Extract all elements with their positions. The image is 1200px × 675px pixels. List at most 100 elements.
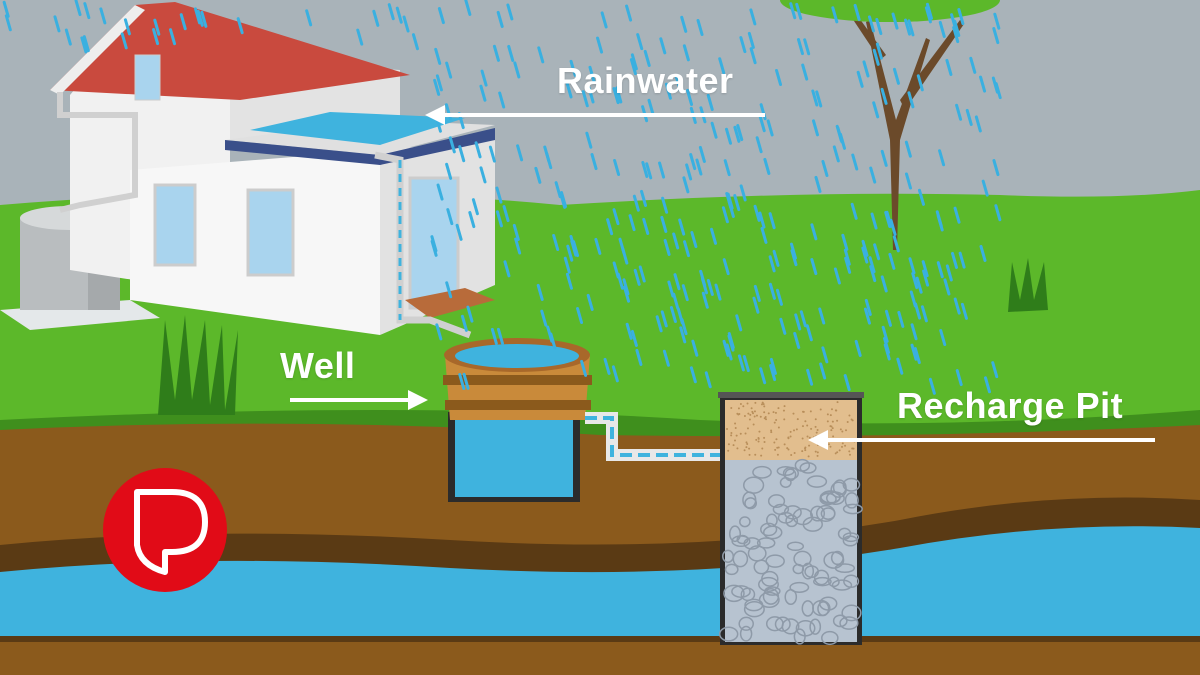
- rain-drop: [600, 11, 608, 29]
- rain-drop: [623, 285, 631, 303]
- sand-grain: [736, 412, 739, 415]
- rain-drop: [643, 49, 651, 67]
- rain-drop: [4, 14, 12, 32]
- rain-drop: [796, 38, 804, 56]
- rain-drop: [629, 58, 637, 76]
- rain-drop: [992, 27, 1000, 45]
- sand-grain: [848, 450, 851, 453]
- rain-drop: [710, 121, 718, 139]
- rain-drop: [953, 206, 961, 224]
- sand-grain: [801, 437, 804, 440]
- rain-drop: [888, 252, 896, 270]
- rain-drop: [496, 327, 504, 345]
- gravel-stone: [774, 616, 791, 632]
- gravel-stone: [841, 604, 862, 622]
- rain-drop: [460, 314, 468, 332]
- rain-drop: [466, 305, 474, 323]
- rain-drop: [875, 42, 883, 60]
- rain-drop: [789, 242, 797, 260]
- gravel-stone: [793, 628, 806, 645]
- rain-drop: [706, 93, 714, 111]
- sand-grain: [829, 414, 832, 417]
- sand-grain: [793, 452, 796, 455]
- sand-grain: [814, 450, 817, 453]
- rain-drop: [867, 15, 875, 33]
- rain-drop: [468, 211, 476, 229]
- rain-drop: [945, 264, 953, 282]
- gravel-stone: [806, 475, 828, 488]
- sand-grain: [748, 418, 751, 421]
- gravel-stone: [828, 576, 840, 588]
- sand-grain: [746, 442, 749, 445]
- groundwater-aquifer: [0, 526, 1200, 640]
- sand-grain: [831, 420, 834, 423]
- rain-drop: [683, 240, 691, 258]
- rain-drop: [853, 3, 861, 21]
- sand-grain: [783, 405, 786, 408]
- rain-drop: [793, 331, 801, 349]
- rain-drop: [958, 251, 966, 269]
- rain-drop: [445, 281, 453, 299]
- rain-drop: [446, 208, 454, 226]
- rain-drop: [739, 36, 747, 54]
- sand-grain: [774, 411, 777, 414]
- rain-drop: [911, 272, 919, 290]
- rain-drop: [891, 12, 899, 30]
- rainwater-label: Rainwater: [557, 60, 734, 101]
- sand-grain: [801, 425, 804, 428]
- sand-grain: [814, 418, 817, 421]
- sand-grain: [746, 427, 749, 430]
- rain-drop: [682, 44, 690, 62]
- rain-drop: [861, 246, 869, 264]
- rain-drop: [725, 127, 733, 145]
- rain-drop: [642, 217, 650, 235]
- rain-drop: [554, 181, 562, 199]
- rain-drop: [805, 324, 813, 342]
- sand-grain: [752, 423, 755, 426]
- gravel-stone: [819, 596, 838, 611]
- rain-drop: [872, 101, 880, 119]
- sand-grain: [734, 426, 737, 429]
- rain-drop: [938, 149, 946, 167]
- rain-drop: [698, 145, 706, 163]
- gravel-stone: [742, 476, 765, 494]
- rain-drop: [841, 233, 849, 251]
- rain-drop: [908, 257, 916, 275]
- sand-grain: [841, 442, 844, 445]
- rain-drop: [881, 325, 889, 343]
- sand-grain: [832, 435, 835, 438]
- rain-drop: [960, 302, 968, 320]
- sand-grain: [745, 441, 748, 444]
- sand-grain: [752, 412, 755, 415]
- sand-grain: [773, 441, 776, 444]
- sand-grain: [727, 449, 730, 452]
- rain-drop: [742, 355, 750, 373]
- sand-grain: [730, 432, 733, 435]
- rain-drop: [753, 284, 761, 302]
- rain-drop: [928, 377, 936, 395]
- rain-drop: [563, 256, 571, 274]
- sand-grain: [789, 435, 792, 438]
- rain-drop: [938, 20, 946, 38]
- rain-drop: [818, 307, 826, 325]
- rain-drop: [630, 53, 638, 71]
- rain-drop: [534, 166, 542, 184]
- rain-drop: [83, 2, 91, 20]
- rain-drop: [585, 131, 593, 149]
- gravel-stone: [758, 576, 779, 592]
- rain-drop: [674, 74, 682, 92]
- sand-grain: [830, 408, 833, 411]
- rain-drop: [552, 234, 560, 252]
- rain-drop: [955, 103, 963, 121]
- gravel-stone: [809, 618, 822, 635]
- well-label: Well: [280, 345, 356, 386]
- rain-drop: [723, 159, 731, 177]
- gravel-stone: [842, 503, 863, 515]
- rain-drop: [952, 26, 960, 44]
- rain-drop: [779, 317, 787, 335]
- rain-drop: [861, 239, 869, 257]
- sand-grain: [758, 430, 761, 433]
- rain-drop: [640, 189, 648, 207]
- rain-drop: [939, 329, 947, 347]
- sand-grain: [830, 429, 833, 432]
